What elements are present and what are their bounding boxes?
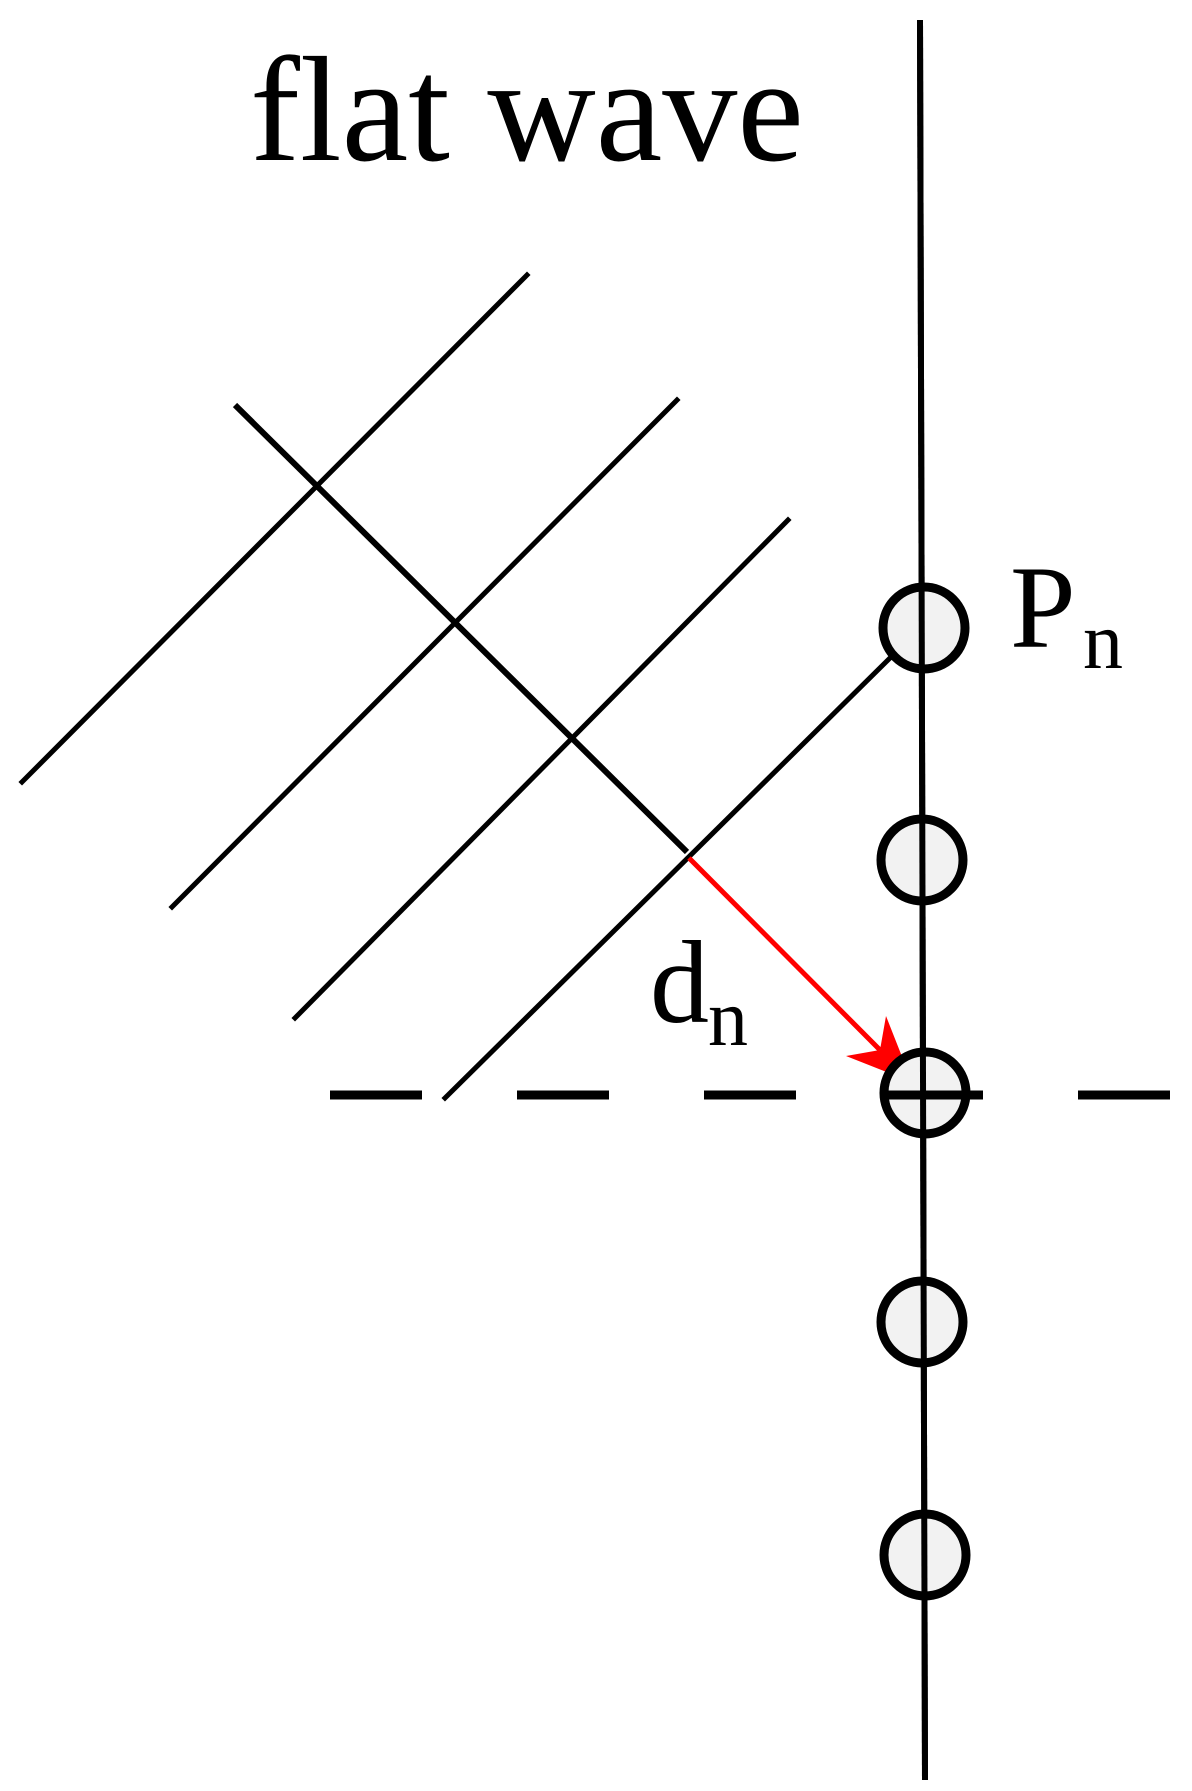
propagation-direction-line xyxy=(232,402,690,855)
distance-label-subscript: n xyxy=(708,975,748,1063)
point-label-subscript: n xyxy=(1083,598,1123,686)
distance-arrow-shaft xyxy=(687,856,882,1052)
wavefront-line-4 xyxy=(441,654,894,1102)
wavefront-line-1 xyxy=(18,271,531,786)
wavefront-line-2 xyxy=(168,396,681,911)
array-axis-overlay xyxy=(917,19,928,1781)
point-label-pn: P n xyxy=(1010,542,1123,686)
distance-label-main: d xyxy=(650,917,709,1048)
wavefronts xyxy=(18,271,894,1102)
diagram-title: flat wave xyxy=(250,27,804,193)
distance-label-dn: d n xyxy=(650,917,748,1063)
wavefront-line-3 xyxy=(291,516,792,1022)
point-label-main: P xyxy=(1010,542,1076,673)
